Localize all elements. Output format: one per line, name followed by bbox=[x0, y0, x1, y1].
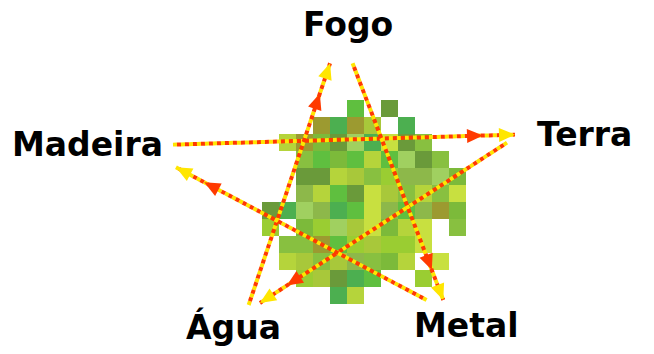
pixel bbox=[330, 134, 347, 151]
dotted-line bbox=[249, 63, 330, 305]
control-arrow bbox=[173, 128, 515, 145]
arrow-head bbox=[176, 167, 193, 181]
element-label: Terra bbox=[537, 114, 632, 155]
pixel bbox=[432, 253, 449, 270]
pixel bbox=[347, 287, 364, 304]
control-arrow bbox=[249, 63, 332, 305]
pixel bbox=[432, 202, 449, 219]
pixel bbox=[398, 253, 415, 270]
pixel bbox=[398, 236, 415, 253]
element-name: Madeira bbox=[12, 124, 163, 165]
pixel bbox=[347, 117, 364, 134]
element-name: Água bbox=[186, 307, 281, 348]
pixel bbox=[347, 270, 364, 287]
pixel bbox=[313, 134, 330, 151]
pixel bbox=[364, 134, 381, 151]
arrow-head bbox=[204, 182, 221, 196]
dotted-line bbox=[173, 135, 515, 145]
dotted-line bbox=[173, 135, 515, 145]
element-name: Fogo bbox=[303, 4, 393, 45]
arrow-head bbox=[499, 128, 515, 142]
pixel bbox=[449, 185, 466, 202]
pixel bbox=[313, 185, 330, 202]
arrow-head bbox=[420, 253, 433, 270]
pixel bbox=[449, 202, 466, 219]
pixel bbox=[347, 219, 364, 236]
pixel bbox=[313, 117, 330, 134]
pixel bbox=[313, 151, 330, 168]
pixel bbox=[330, 219, 347, 236]
dotted-line bbox=[176, 167, 427, 300]
pixel bbox=[279, 236, 296, 253]
dotted-line bbox=[353, 63, 444, 300]
pixel bbox=[296, 202, 313, 219]
pixel bbox=[347, 151, 364, 168]
dotted-line bbox=[353, 63, 444, 300]
pixel bbox=[415, 151, 432, 168]
pixel bbox=[364, 236, 381, 253]
pixel bbox=[398, 117, 415, 134]
pixel bbox=[313, 202, 330, 219]
pixel bbox=[449, 219, 466, 236]
pixel bbox=[415, 202, 432, 219]
control-arrow bbox=[176, 167, 427, 300]
pixel bbox=[364, 151, 381, 168]
pixel bbox=[347, 202, 364, 219]
pixel bbox=[347, 134, 364, 151]
pixel bbox=[381, 253, 398, 270]
pixel bbox=[432, 151, 449, 168]
control-arrow bbox=[353, 63, 445, 300]
pixel bbox=[313, 219, 330, 236]
arrow-head bbox=[431, 283, 444, 300]
pixel bbox=[296, 168, 313, 185]
pixel bbox=[415, 270, 432, 287]
pixel bbox=[381, 100, 398, 117]
pixel bbox=[364, 168, 381, 185]
arrow-head bbox=[318, 63, 331, 80]
pixel bbox=[347, 185, 364, 202]
pixel bbox=[347, 168, 364, 185]
pixel bbox=[330, 151, 347, 168]
arrow-head bbox=[287, 271, 304, 286]
pixel bbox=[381, 236, 398, 253]
pixel bbox=[398, 168, 415, 185]
element-name: Terra bbox=[537, 114, 632, 155]
pixel bbox=[364, 202, 381, 219]
pixel bbox=[330, 202, 347, 219]
pixel bbox=[313, 270, 330, 287]
dotted-line bbox=[249, 63, 330, 305]
arrow-head bbox=[467, 129, 483, 143]
pixel bbox=[330, 185, 347, 202]
pixel bbox=[415, 168, 432, 185]
pixel bbox=[313, 168, 330, 185]
pixel bbox=[279, 253, 296, 270]
element-name: Metal bbox=[414, 305, 519, 346]
dotted-line bbox=[176, 167, 427, 300]
pixel bbox=[330, 168, 347, 185]
element-label: Madeira bbox=[12, 124, 163, 165]
pixel bbox=[330, 117, 347, 134]
element-label: Água bbox=[186, 307, 281, 348]
pixel bbox=[296, 253, 313, 270]
element-label: Metal bbox=[414, 305, 519, 346]
pixel bbox=[347, 100, 364, 117]
pixel bbox=[381, 185, 398, 202]
arrow-head bbox=[260, 288, 277, 303]
element-label: Fogo bbox=[303, 4, 393, 45]
pixel bbox=[296, 185, 313, 202]
pixel bbox=[330, 270, 347, 287]
pixel bbox=[330, 287, 347, 304]
pixel bbox=[398, 151, 415, 168]
arrow-head bbox=[308, 94, 321, 111]
pixel bbox=[364, 185, 381, 202]
